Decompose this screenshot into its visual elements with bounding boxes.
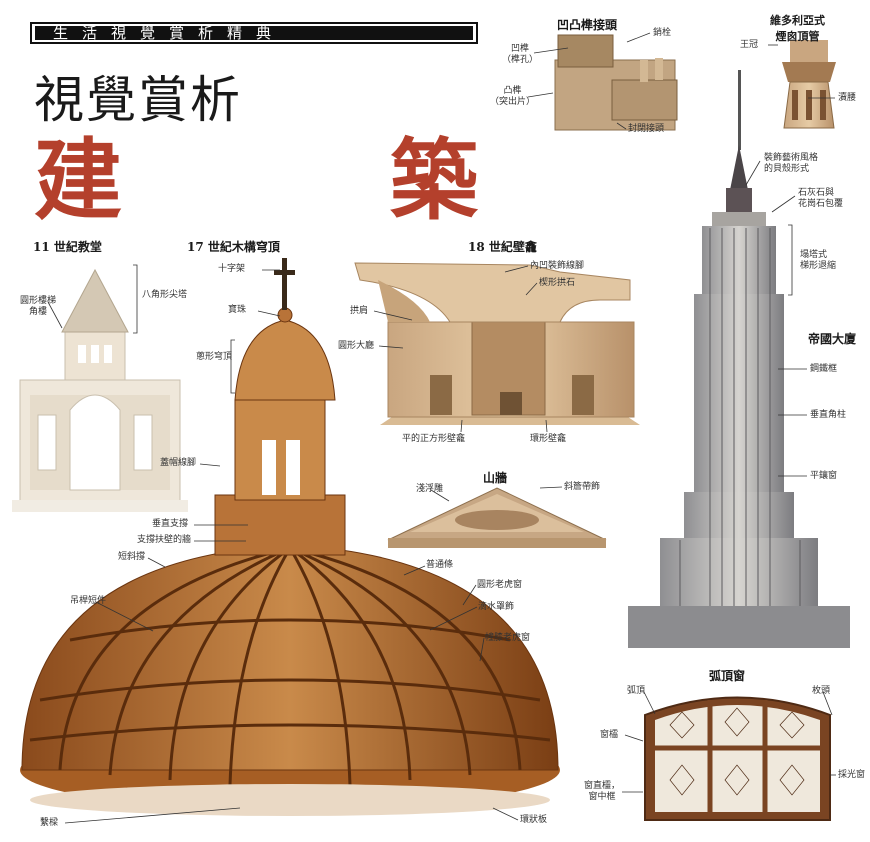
label-transom: 窗直欞， 窗中框 (584, 781, 621, 802)
pediment-illustration (387, 487, 607, 548)
niche-illustration (354, 262, 640, 425)
label-louvre: 採光窗 (838, 770, 866, 780)
section-title-empire: 帝國大廈 (808, 332, 857, 346)
label-lucarne: 幢膝老虎窗 (485, 633, 531, 643)
label-round-niche: 圓形大廳 (338, 341, 375, 351)
label-short-brace: 短斜撐 (118, 552, 146, 562)
label-peg: 銷栓 (653, 28, 672, 38)
label-flat-niche: 平的正方形壁龕 (402, 434, 466, 444)
label-crane-strut: 吊桿短件 (70, 596, 107, 606)
section-title-pediment: 山牆 (483, 471, 508, 485)
label-mortise: 凹榫 （榫孔） (502, 44, 539, 65)
label-tympanum: 淺浮雕 (416, 484, 444, 494)
label-tenon-slope: 蓋帽線腳 (160, 458, 197, 468)
label-deco-top: 裝飾藝術風格 的貝殼形式 (764, 153, 819, 174)
label-inner-moulding: 內凹裝飾線腳 (530, 261, 585, 271)
title-char-build: 建 (34, 128, 123, 232)
label-common-rib: 普通條 (426, 560, 454, 570)
section-title-niche: 18 世紀壁龕 (468, 240, 537, 254)
section-title-chimney: 維多利亞式 煙囪頂管 (770, 14, 825, 43)
label-raking-cornice: 斜簷帶飾 (564, 482, 601, 492)
label-onion-dome: 蔥形穹頂 (196, 352, 233, 362)
label-flat-window: 平鑲窗 (810, 471, 838, 481)
label-octagon-spire: 八角形尖塔 (142, 290, 188, 300)
label-closed-joint: 封閉接頭 (628, 124, 665, 134)
label-arch-top: 弧頂 (627, 686, 646, 696)
label-keystone: 枚頭 (812, 686, 831, 696)
section-title-dome: 17 世紀木構穹頂 (187, 240, 280, 254)
label-steel-frame: 鋼鐵框 (810, 364, 838, 374)
label-drip-mould: 滴水罩飾 (478, 602, 515, 612)
section-title-window: 弧頂窗 (709, 669, 746, 683)
label-brace-wall: 支撐扶壁的牆 (137, 535, 192, 545)
label-orb: 寶珠 (228, 305, 247, 315)
label-ring-beam: 環狀板 (520, 815, 548, 825)
dome-illustration (20, 258, 560, 816)
label-vertical-pier: 垂直角柱 (810, 410, 847, 420)
label-setback: 塌塔式 梯形退縮 (800, 250, 837, 271)
series-title: 生活視覺賞析精典 (35, 26, 473, 40)
series-banner: 生活視覺賞析精典 (30, 22, 478, 44)
label-limestone: 石灰石與 花崗石包覆 (798, 188, 844, 209)
label-tulip: 瀆腰 (838, 93, 857, 103)
label-round-turret: 圓形樓梯 角樓 (20, 296, 57, 317)
label-round-dormer: 圓形老虎窗 (477, 580, 523, 590)
section-title-joint: 凹凸榫接頭 (557, 18, 618, 32)
label-tenon: 凸榫 （突出片） (490, 86, 536, 107)
label-crown: 王冠 (740, 40, 759, 50)
joint-illustration (554, 34, 678, 131)
label-vertical-post: 垂直支撐 (152, 519, 189, 529)
page-title: 視覺賞析 (34, 71, 242, 129)
title-char-structure: 築 (390, 128, 479, 232)
label-cross: 十字架 (218, 264, 246, 274)
label-square-niche: 環形壁龕 (530, 434, 567, 444)
chimney-illustration (782, 40, 836, 129)
label-window-frame: 窗櫺 (600, 730, 619, 740)
label-arch: 拱肩 (350, 306, 369, 316)
label-wall-plate: 繫樑 (40, 818, 59, 828)
section-title-church: 11 世紀教堂 (33, 240, 102, 254)
arched-window-illustration (644, 696, 831, 821)
label-wedge-stone: 楔形拱石 (539, 278, 576, 288)
